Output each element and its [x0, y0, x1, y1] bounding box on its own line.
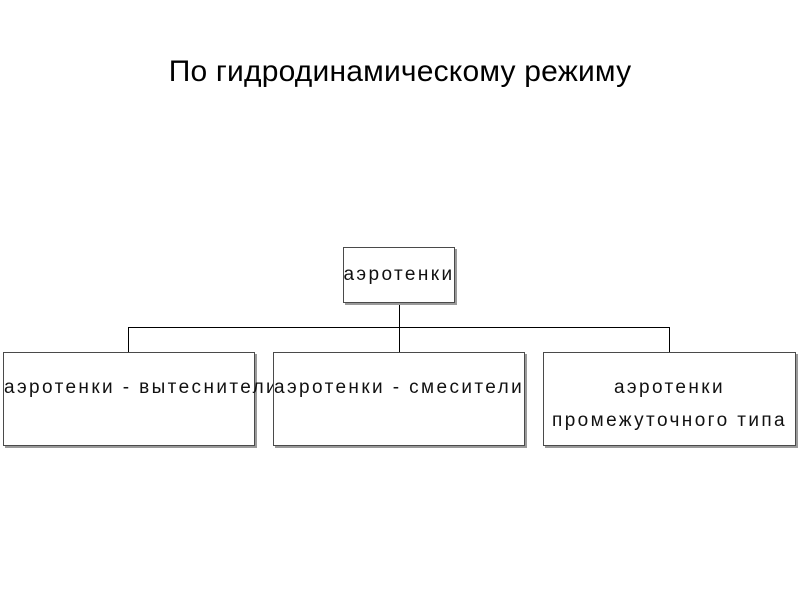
child-node-label: аэротенки - смесители	[274, 377, 525, 398]
child-node-label-line-2: промежуточного типа	[552, 410, 787, 431]
child-node-mixers: аэротенки - смесители	[273, 352, 525, 446]
child-node-label: аэротенки - вытеснители	[4, 377, 280, 398]
child-node-displacers: аэротенки - вытеснители	[3, 352, 280, 446]
root-node-label: аэротенки	[343, 264, 455, 285]
child-node-label-line-1: аэротенки	[613, 377, 726, 398]
root-node-aerotanks: аэротенки	[343, 247, 455, 303]
slide-title: По гидродинамическому режиму	[168, 55, 632, 88]
child-node-intermediate-type: аэротенки промежуточного типа	[543, 352, 796, 446]
